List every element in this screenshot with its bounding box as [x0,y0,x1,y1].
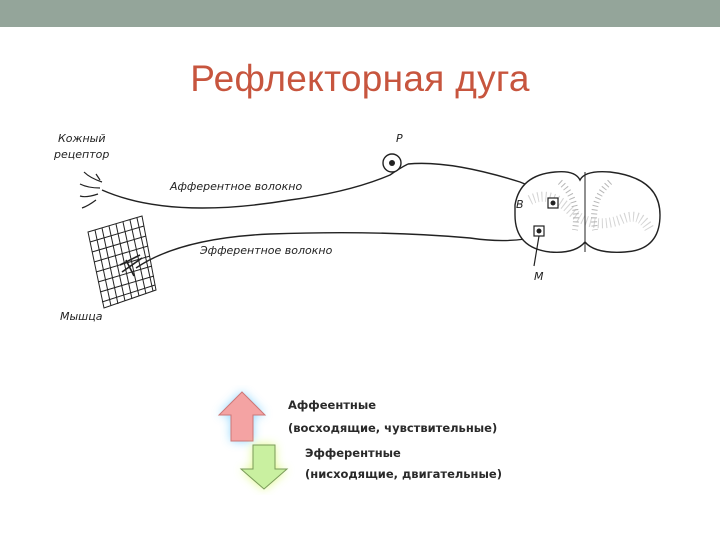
motor-neuron-m-label: М [534,270,544,283]
efferent-fiber-line [135,231,541,269]
ganglion-p-label: Р [396,132,403,145]
afferent-description: (восходящие, чувствительные) [288,421,498,435]
legend: Аффеентные (восходящие, чувствительные) … [205,385,525,495]
top-bar [0,0,720,27]
efferent-fiber-label: Эфферентное волокно [199,244,333,257]
skin-receptor-label-2: рецептор [53,148,109,161]
efferent-title: Эфферентные [305,446,401,460]
spinal-cord-icon [514,170,661,253]
interneuron-v-label: В [516,198,524,211]
up-arrow-icon [217,391,267,442]
afferent-fiber-label: Афферентное волокно [169,180,302,193]
muscle-label: Мышца [60,310,103,323]
down-arrow-icon [239,444,289,490]
reflex-arc-diagram: Кожный рецептор Афферентное волокно Эффе… [53,132,661,323]
efferent-description: (нисходящие, двигательные) [305,467,502,481]
legend-arrows [217,391,289,490]
skin-receptor-label-1: Кожный [58,132,105,145]
afferent-title: Аффеентные [288,398,377,412]
slide-title: Рефлекторная дуга [190,58,530,99]
skin-receptor-icon [79,171,103,209]
muscle-icon [87,215,157,309]
